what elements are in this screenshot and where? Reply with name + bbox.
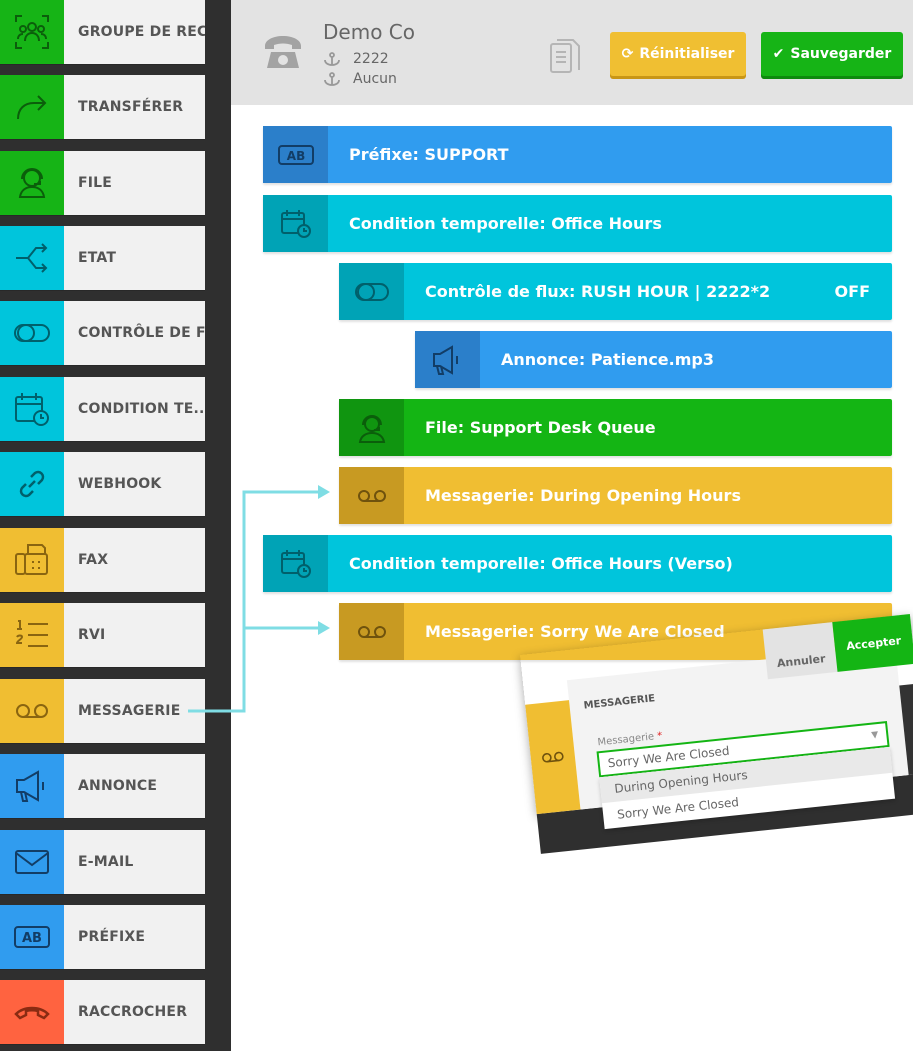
tool-label: E-MAIL bbox=[78, 854, 134, 870]
link-icon bbox=[0, 452, 64, 516]
toggle-icon bbox=[339, 263, 404, 320]
extension-number: 2222 bbox=[353, 51, 389, 67]
tool-annonce[interactable]: ANNONCE bbox=[0, 754, 205, 818]
copy-document-icon[interactable] bbox=[549, 38, 581, 76]
megaphone-icon bbox=[415, 331, 480, 388]
cancel-button[interactable]: Annuler bbox=[762, 622, 838, 680]
tool-label: RVI bbox=[78, 627, 106, 643]
tool-label: FAX bbox=[78, 552, 109, 568]
tool-label: MESSAGERIE bbox=[78, 703, 181, 719]
flow-block-time-condition[interactable]: Condition temporelle: Office Hours bbox=[263, 195, 892, 252]
flow-header: Demo Co 2222 Aucun ⟳ Réinitialiser ✔ Sau… bbox=[231, 0, 913, 105]
group-icon bbox=[0, 0, 64, 64]
ab-badge-icon: AB bbox=[263, 126, 328, 183]
flow-block-label: Messagerie: Sorry We Are Closed bbox=[425, 622, 725, 641]
flow-block-label: Messagerie: During Opening Hours bbox=[425, 486, 741, 505]
tool-label: FILE bbox=[78, 175, 113, 191]
save-label: Sauvegarder bbox=[790, 46, 892, 62]
tool-condition-temporelle[interactable]: CONDITION TE... bbox=[0, 377, 205, 441]
ab-badge-icon: AB bbox=[0, 905, 64, 969]
forward-arrow-icon bbox=[0, 75, 64, 139]
flow-block-label: Contrôle de flux: RUSH HOUR | 2222*2 bbox=[425, 282, 771, 301]
fax-icon bbox=[0, 528, 64, 592]
flow-block-announcement[interactable]: Annonce: Patience.mp3 bbox=[415, 331, 892, 388]
save-button[interactable]: ✔ Sauvegarder bbox=[761, 32, 903, 76]
tool-file[interactable]: FILE bbox=[0, 151, 205, 215]
flow-block-time-condition-verso[interactable]: Condition temporelle: Office Hours (Vers… bbox=[263, 535, 892, 592]
tool-label: ANNONCE bbox=[78, 778, 158, 794]
anchor-icon bbox=[324, 52, 340, 66]
tool-label: WEBHOOK bbox=[78, 476, 162, 492]
tool-label: RACCROCHER bbox=[78, 1004, 188, 1020]
flow-block-flow-control[interactable]: Contrôle de flux: RUSH HOUR | 2222*2 OFF bbox=[339, 263, 892, 320]
tool-label: PRÉFIXE bbox=[78, 929, 146, 945]
flow-block-label: Condition temporelle: Office Hours (Vers… bbox=[349, 554, 733, 573]
tool-webhook[interactable]: WEBHOOK bbox=[0, 452, 205, 516]
tool-rvi[interactable]: RVI bbox=[0, 603, 205, 667]
tool-fax[interactable]: FAX bbox=[0, 528, 205, 592]
voicemail-icon bbox=[339, 603, 404, 660]
flow-block-label: Annonce: Patience.mp3 bbox=[501, 350, 714, 369]
svg-text:AB: AB bbox=[286, 149, 304, 163]
fallback-line: Aucun bbox=[323, 71, 397, 87]
megaphone-icon bbox=[0, 754, 64, 818]
tool-palette: GROUPE DE REC... TRANSFÉRER FILE ETAT CO… bbox=[0, 0, 231, 1051]
flow-block-prefix[interactable]: AB Préfixe: SUPPORT bbox=[263, 126, 892, 183]
tool-prefixe[interactable]: AB PRÉFIXE bbox=[0, 905, 205, 969]
reset-button[interactable]: ⟳ Réinitialiser bbox=[610, 32, 746, 76]
company-name: Demo Co bbox=[323, 20, 415, 44]
voicemail-edit-popup: MESSAGERIE Messagerie * Sorry We Are Clo… bbox=[520, 614, 913, 854]
tool-raccrocher[interactable]: RACCROCHER bbox=[0, 980, 205, 1044]
tool-label: ETAT bbox=[78, 250, 117, 266]
headset-icon bbox=[0, 151, 64, 215]
flow-block-label: Préfixe: SUPPORT bbox=[349, 145, 509, 164]
tool-label: GROUPE DE REC... bbox=[78, 24, 205, 40]
split-arrows-icon bbox=[0, 226, 64, 290]
flow-block-queue[interactable]: File: Support Desk Queue bbox=[339, 399, 892, 456]
calendar-clock-icon bbox=[263, 195, 328, 252]
check-icon: ✔ bbox=[772, 46, 785, 62]
headset-icon bbox=[339, 399, 404, 456]
flow-control-state[interactable]: OFF bbox=[834, 282, 870, 301]
calendar-clock-icon bbox=[263, 535, 328, 592]
svg-text:AB: AB bbox=[22, 931, 42, 946]
tool-messagerie[interactable]: MESSAGERIE bbox=[0, 679, 205, 743]
flow-block-label: Condition temporelle: Office Hours bbox=[349, 214, 662, 233]
flow-block-label: File: Support Desk Queue bbox=[425, 418, 656, 437]
tool-label: TRANSFÉRER bbox=[78, 99, 184, 115]
chevron-down-icon: ▼ bbox=[870, 730, 879, 741]
required-mark: * bbox=[656, 730, 663, 743]
accept-button[interactable]: Accepter bbox=[832, 614, 913, 672]
voicemail-icon bbox=[542, 751, 564, 763]
voicemail-icon bbox=[339, 467, 404, 524]
anchor-icon bbox=[324, 72, 340, 86]
calendar-clock-icon bbox=[0, 377, 64, 441]
tool-email[interactable]: E-MAIL bbox=[0, 830, 205, 894]
tool-etat[interactable]: ETAT bbox=[0, 226, 205, 290]
tool-transferer[interactable]: TRANSFÉRER bbox=[0, 75, 205, 139]
flow-block-voicemail-open[interactable]: Messagerie: During Opening Hours bbox=[339, 467, 892, 524]
hangup-icon bbox=[0, 980, 64, 1044]
reset-label: Réinitialiser bbox=[639, 46, 735, 62]
extension-line: 2222 bbox=[323, 51, 389, 67]
tool-label: CONTRÔLE DE F... bbox=[78, 325, 205, 341]
tool-groupe-de-recherche[interactable]: GROUPE DE REC... bbox=[0, 0, 205, 64]
voicemail-icon bbox=[0, 679, 64, 743]
toggle-icon bbox=[0, 301, 64, 365]
refresh-icon: ⟳ bbox=[621, 46, 634, 62]
popup-voicemail-badge bbox=[525, 700, 581, 815]
tool-label: CONDITION TE... bbox=[78, 401, 205, 417]
tool-controle-de-flux[interactable]: CONTRÔLE DE F... bbox=[0, 301, 205, 365]
fallback-value: Aucun bbox=[353, 71, 397, 87]
envelope-icon bbox=[0, 830, 64, 894]
telephone-icon bbox=[265, 36, 301, 68]
numbered-list-icon bbox=[0, 603, 64, 667]
